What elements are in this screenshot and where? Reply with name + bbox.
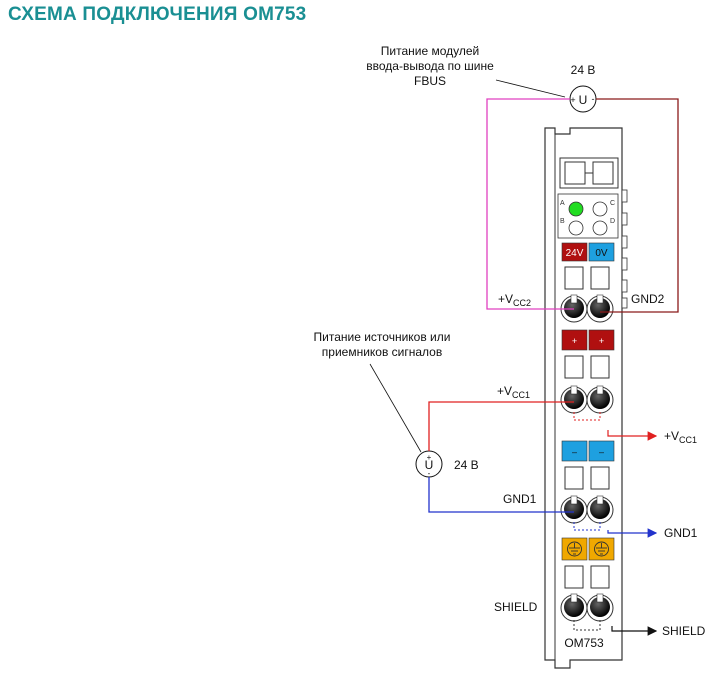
fbus-voltage: 24 В xyxy=(571,63,596,77)
vcc1-bridge xyxy=(573,412,601,421)
screw-gnd1-b[interactable] xyxy=(590,499,610,519)
label-24v: 24V xyxy=(566,248,584,259)
shield-label-right: SHIELD xyxy=(662,624,706,638)
screw-vcc1-b[interactable] xyxy=(590,389,610,409)
svg-text:-: - xyxy=(592,94,595,104)
led-b xyxy=(568,220,584,236)
svg-text:Питание источников или: Питание источников или xyxy=(314,330,451,344)
gnd1-bridge xyxy=(573,522,601,531)
screw-gnd2[interactable] xyxy=(590,298,610,318)
svg-text:+: + xyxy=(427,453,432,462)
led-c-label: C xyxy=(610,200,615,207)
ground-icon xyxy=(567,541,609,557)
svg-text:+: + xyxy=(599,336,604,346)
wire-gnd1 xyxy=(428,477,574,513)
svg-text:Питание модулей: Питание модулей xyxy=(381,44,479,58)
svg-text:U: U xyxy=(579,93,588,107)
minus-block-1 xyxy=(561,440,588,462)
led-d-label: D xyxy=(610,218,615,225)
screw-vcc1-a[interactable] xyxy=(564,389,584,409)
svg-text:+: + xyxy=(570,95,575,105)
arrow-gnd1-out xyxy=(607,528,658,538)
svg-text:–: – xyxy=(572,447,577,457)
signal-voltage: 24 В xyxy=(454,458,479,472)
led-c xyxy=(592,201,608,217)
gnd1-label-left: GND1 xyxy=(503,492,537,506)
shield-label-left: SHIELD xyxy=(494,600,538,614)
wire-vcc1 xyxy=(428,401,574,451)
led-a xyxy=(568,201,584,217)
terminal-block-1 xyxy=(564,266,610,290)
svg-text:FBUS: FBUS xyxy=(414,74,446,88)
vcc1-label-right: +VCC1 xyxy=(664,429,697,445)
page-title: СХЕМА ПОДКЛЮЧЕНИЯ ОМ753 xyxy=(8,4,307,25)
gnd2-label: GND2 xyxy=(631,292,665,306)
wire-vcc2 xyxy=(486,98,574,310)
led-a-label: A xyxy=(560,200,565,207)
arrow-shield-out xyxy=(611,626,658,636)
svg-text:-: - xyxy=(428,469,431,478)
screw-gnd1-a[interactable] xyxy=(564,499,584,519)
ground-block-1 xyxy=(561,537,588,561)
fbus-supply: Питание модулей ввода-вывода по шине FBU… xyxy=(366,44,597,113)
led-d xyxy=(592,220,608,236)
vcc2-label: +VCC2 xyxy=(498,292,531,308)
shield-bridge xyxy=(573,620,601,631)
label-0v: 0V xyxy=(595,248,608,259)
screw-vcc2[interactable] xyxy=(564,298,584,318)
led-b-label: B xyxy=(560,218,565,225)
arrow-vcc1-out xyxy=(607,430,658,441)
vcc1-label-left: +VCC1 xyxy=(497,384,530,400)
svg-text:ввода-вывода по шине: ввода-вывода по шине xyxy=(366,59,494,73)
label-0v-block xyxy=(588,242,615,262)
signal-supply: Питание источников или приемников сигнал… xyxy=(314,330,479,478)
svg-text:приемников сигналов: приемников сигналов xyxy=(322,345,442,359)
wire-gnd2 xyxy=(596,98,679,313)
module-name: OM753 xyxy=(564,636,604,650)
svg-text:–: – xyxy=(599,447,604,457)
minus-block-2 xyxy=(588,440,615,462)
svg-text:+: + xyxy=(572,336,577,346)
screw-shield-b[interactable] xyxy=(590,597,610,617)
label-24v-block xyxy=(561,242,588,262)
ground-block-2 xyxy=(588,537,615,561)
screw-shield-a[interactable] xyxy=(564,597,584,617)
plus-block-1 xyxy=(561,329,588,351)
gnd1-label-right: GND1 xyxy=(664,526,698,540)
svg-text:U: U xyxy=(425,458,434,472)
plus-block-2 xyxy=(588,329,615,351)
